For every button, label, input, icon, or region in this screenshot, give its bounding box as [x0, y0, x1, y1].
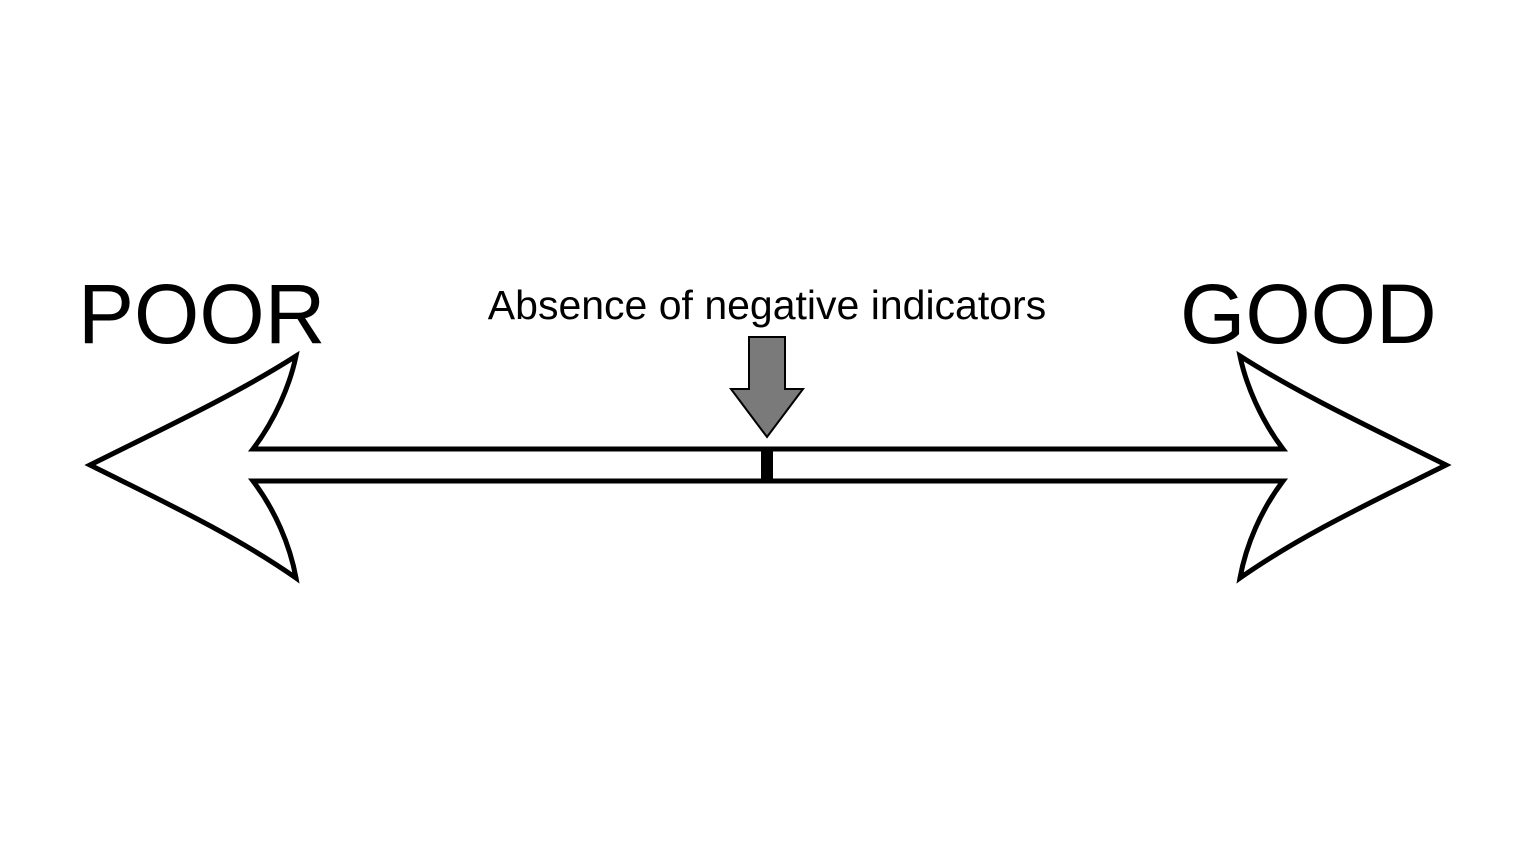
- down-arrow-icon: [729, 336, 805, 439]
- marker-label: Absence of negative indicators: [488, 282, 1046, 328]
- poor-label: POOR: [78, 267, 325, 361]
- center-tick-mark: [761, 451, 773, 479]
- good-label: GOOD: [1180, 267, 1437, 361]
